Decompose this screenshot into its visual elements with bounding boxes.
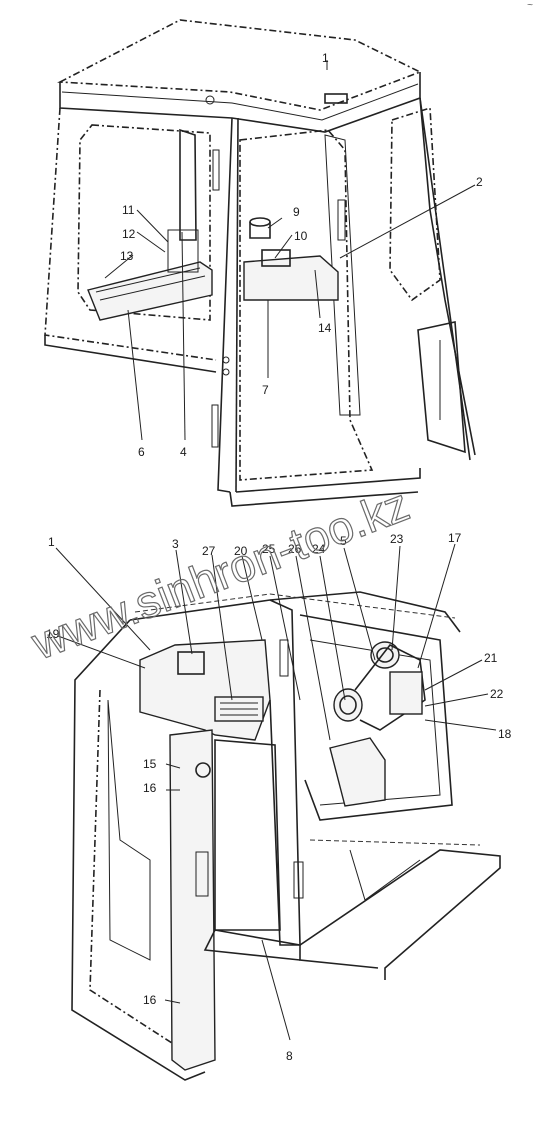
label-part-1-upper: 1: [322, 51, 329, 65]
label-part-13: 13: [120, 249, 134, 263]
upper-cab-frame: [44, 19, 476, 507]
label-part-16-bottom: 16: [143, 993, 157, 1007]
label-part-25: 25: [262, 542, 276, 556]
label-part-15: 15: [143, 757, 157, 771]
label-part-7: 7: [262, 383, 269, 397]
label-part-21: 21: [484, 651, 498, 665]
label-part-8: 8: [286, 1049, 293, 1063]
label-part-10: 10: [294, 229, 308, 243]
upper-labels: 1 2 4 6 7 9 10 11 12 13 14: [120, 51, 483, 459]
lower-cab-interior: [71, 591, 501, 1081]
label-part-4: 4: [180, 445, 187, 459]
upper-leaders: [104, 60, 476, 441]
label-part-16-top: 16: [143, 781, 157, 795]
label-part-20: 20: [234, 544, 248, 558]
label-part-6: 6: [138, 445, 145, 459]
label-part-27: 27: [202, 544, 216, 558]
label-part-18: 18: [498, 727, 512, 741]
label-part-14: 14: [318, 321, 332, 335]
label-part-19: 19: [46, 627, 60, 641]
label-part-22: 22: [490, 687, 504, 701]
label-part-2: 2: [476, 175, 483, 189]
label-part-1-lower: 1: [48, 535, 55, 549]
label-part-26: 26: [288, 542, 302, 556]
label-part-12: 12: [122, 227, 136, 241]
corner-mark: ~: [527, 0, 533, 11]
watermark-text: www.sinhron-too.kz: [24, 478, 416, 670]
label-part-5: 5: [340, 534, 347, 548]
label-part-9: 9: [293, 205, 300, 219]
label-part-23: 23: [390, 532, 404, 546]
label-part-24: 24: [312, 542, 326, 556]
label-part-11: 11: [122, 203, 135, 217]
label-part-17: 17: [448, 531, 462, 545]
lower-labels: 1 3 27 20 25 26 24 5 23 17 19 21 22 18 1…: [46, 531, 512, 1063]
label-part-3: 3: [172, 537, 179, 551]
lower-leaders: [55, 543, 497, 1041]
